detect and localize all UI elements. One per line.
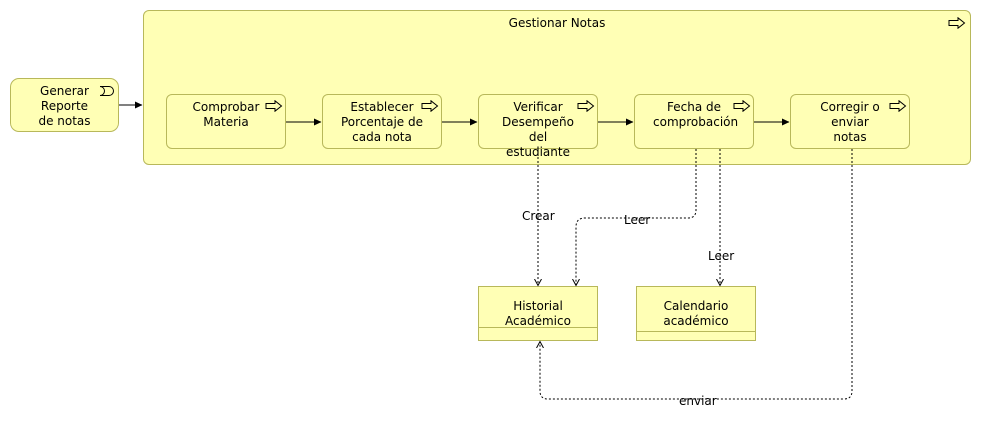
step-comprobar-materia[interactable]: Comprobar Materia — [166, 94, 286, 149]
step-corregir-enviar[interactable]: Corregir o enviar notas — [790, 94, 910, 149]
event-icon — [99, 86, 114, 96]
process-arrow-icon — [577, 100, 595, 112]
process-container-title: Gestionar Notas — [508, 16, 606, 30]
access-enviar[interactable] — [540, 149, 853, 400]
event-generar-reporte[interactable]: Generar Reporte de notas — [10, 78, 119, 132]
step-label: Verificar Desempeño del estudiante — [502, 100, 574, 159]
relation-label-crear: Crear — [522, 209, 555, 223]
relation-label-leer: Leer — [624, 213, 651, 227]
data-object-historial-academico[interactable]: Historial Académico — [478, 286, 598, 341]
data-object-divider — [479, 327, 597, 328]
data-object-label: Historial Académico — [505, 299, 571, 328]
step-label: Establecer Porcentaje de cada nota — [341, 100, 423, 144]
step-fecha-comprobacion[interactable]: Fecha de comprobación — [634, 94, 754, 149]
process-arrow-icon — [889, 100, 907, 112]
relation-label-enviar: enviar — [679, 394, 717, 408]
process-arrow-icon — [948, 17, 966, 29]
data-object-calendario-academico[interactable]: Calendario académico — [636, 286, 756, 341]
data-object-divider — [637, 331, 755, 332]
step-label: Corregir o enviar notas — [820, 100, 880, 144]
relation-label-leer: Leer — [708, 249, 735, 263]
access-leer-historial[interactable] — [576, 149, 697, 285]
data-object-label: Calendario académico — [663, 299, 729, 328]
event-label: Generar Reporte de notas — [38, 84, 91, 128]
step-verificar-desempeno[interactable]: Verificar Desempeño del estudiante — [478, 94, 598, 159]
process-arrow-icon — [265, 100, 283, 112]
process-arrow-icon — [421, 100, 439, 112]
step-label: Comprobar Materia — [192, 100, 260, 129]
step-label: Fecha de comprobación — [653, 100, 739, 129]
step-establecer-porcentaje[interactable]: Establecer Porcentaje de cada nota — [322, 94, 442, 149]
process-arrow-icon — [733, 100, 751, 112]
